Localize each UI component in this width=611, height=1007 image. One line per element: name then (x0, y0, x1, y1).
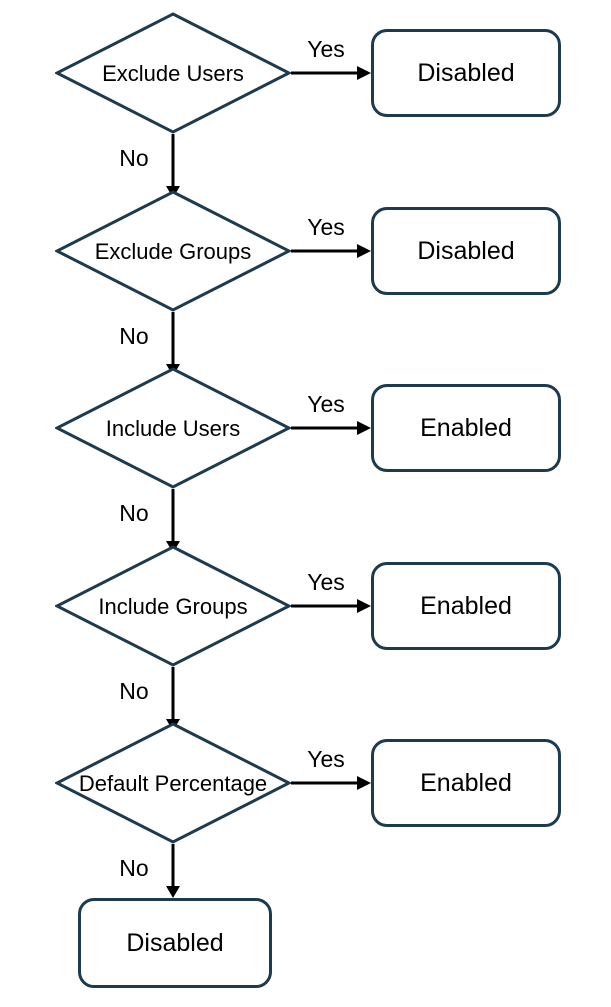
result-label: Disabled (417, 236, 515, 265)
no-edge-label: No (119, 855, 149, 881)
flow-row-exclude-users: Exclude Users Yes Disabled No (0, 12, 611, 198)
result-box: Enabled (371, 562, 561, 650)
yes-edge-label: Yes (307, 36, 345, 62)
yes-arrow (291, 599, 371, 613)
result-box: Enabled (371, 384, 561, 472)
decision-label: Exclude Groups (94, 238, 252, 264)
no-arrow (166, 489, 180, 553)
result-label: Enabled (420, 591, 512, 620)
yes-arrow (291, 421, 371, 435)
decision-diamond-shape (55, 367, 291, 489)
final-result-label: Disabled (126, 928, 224, 957)
yes-edge-label: Yes (307, 569, 345, 595)
no-edge-label: No (119, 500, 149, 526)
decision-label: Include Groups (98, 593, 248, 619)
result-label: Enabled (420, 768, 512, 797)
result-label: Enabled (420, 413, 512, 442)
flow-row-exclude-groups: Exclude Groups Yes Disabled No (0, 190, 611, 376)
no-arrow (166, 844, 180, 898)
yes-arrow (291, 66, 371, 80)
flow-row-default-percentage: Default Percentage Yes Enabled No (0, 722, 611, 898)
result-box: Enabled (371, 739, 561, 827)
yes-arrow (291, 244, 371, 258)
no-arrow (166, 134, 180, 198)
decision-label: Default Percentage (78, 770, 268, 796)
flow-row-include-groups: Include Groups Yes Enabled No (0, 545, 611, 731)
flow-row-include-users: Include Users Yes Enabled No (0, 367, 611, 553)
yes-arrow (291, 776, 371, 790)
final-result-box: Disabled (78, 898, 272, 988)
decision-diamond-shape (55, 545, 291, 667)
no-edge-label: No (119, 323, 149, 349)
decision-diamond-shape (55, 722, 291, 844)
decision-diamond-shape (55, 190, 291, 312)
decision-label: Include Users (105, 415, 241, 441)
yes-edge-label: Yes (307, 746, 345, 772)
no-edge-label: No (119, 145, 149, 171)
result-box: Disabled (371, 207, 561, 295)
result-label: Disabled (417, 58, 515, 87)
result-box: Disabled (371, 29, 561, 117)
no-edge-label: No (119, 678, 149, 704)
decision-diamond-shape (55, 12, 291, 134)
decision-label: Exclude Users (102, 60, 244, 86)
yes-edge-label: Yes (307, 214, 345, 240)
yes-edge-label: Yes (307, 391, 345, 417)
